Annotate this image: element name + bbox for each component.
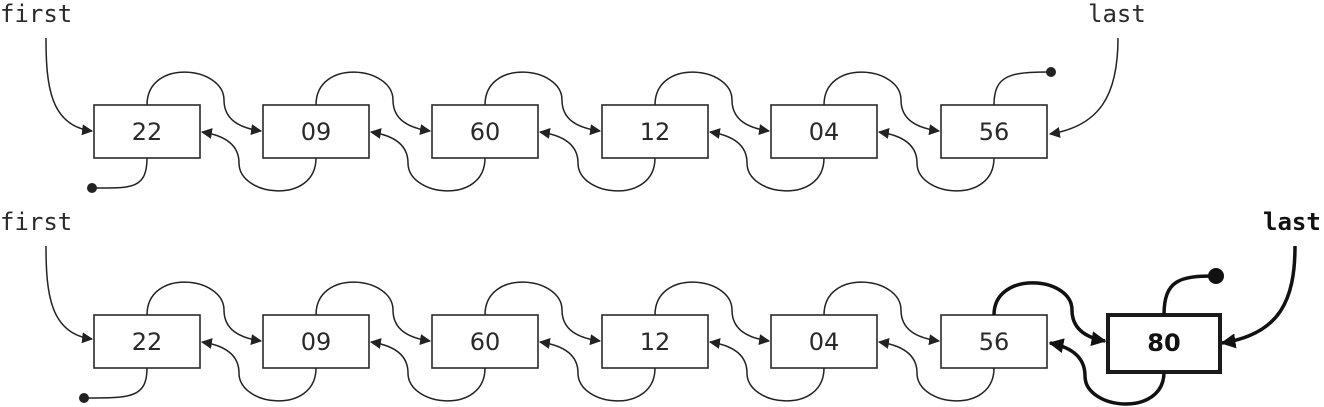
- null-prev-link: [85, 367, 148, 399]
- last-pointer-arrow: [1220, 245, 1297, 349]
- list-node: 60: [431, 104, 539, 159]
- node-value: 22: [132, 118, 163, 146]
- node-value: 09: [301, 118, 332, 146]
- null-next-link: [1162, 274, 1215, 316]
- null-terminator-dot: [1208, 268, 1224, 284]
- node-value: 80: [1147, 329, 1180, 357]
- list-before-append: first last 22 09 60 12 04 56: [0, 0, 1146, 193]
- list-node: 12: [601, 314, 709, 369]
- prev-link-arrow: [708, 338, 825, 402]
- null-terminator-dot: [79, 393, 89, 403]
- list-node: 22: [93, 104, 201, 159]
- prev-link-arrow: [877, 127, 995, 192]
- next-link-arrow: [315, 71, 432, 136]
- first-pointer-arrow: [45, 245, 94, 344]
- new-list-node: 80: [1106, 313, 1222, 374]
- list-node: 04: [770, 314, 878, 369]
- list-node: 56: [940, 314, 1048, 369]
- first-pointer-arrow: [45, 37, 94, 136]
- first-label: first: [0, 0, 72, 28]
- prev-link-arrow: [369, 128, 486, 192]
- next-link-arrow: [823, 71, 941, 136]
- next-link-arrow: [654, 71, 771, 136]
- next-link-arrow: [146, 71, 263, 136]
- prev-link-arrow: [200, 128, 317, 192]
- last-label: last: [1088, 0, 1146, 28]
- node-value: 12: [640, 118, 671, 146]
- node-value: 60: [470, 328, 501, 356]
- prev-link-arrow: [877, 337, 995, 402]
- list-node: 56: [940, 104, 1048, 159]
- node-value: 04: [809, 118, 840, 146]
- next-link-arrow: [484, 281, 602, 346]
- first-label: first: [0, 208, 72, 236]
- next-link-arrow: [484, 71, 602, 136]
- null-next-link: [993, 71, 1051, 106]
- list-after-append: first last 22 09 60 12 04 56: [0, 208, 1321, 406]
- node-value: 09: [301, 328, 332, 356]
- last-pointer-arrow: [1048, 37, 1119, 138]
- prev-link-arrow: [369, 338, 486, 402]
- next-link-arrow: [146, 281, 263, 346]
- node-value: 04: [809, 328, 840, 356]
- next-link-arrow: [315, 281, 432, 346]
- last-label: last: [1263, 208, 1321, 236]
- prev-link-arrow: [708, 128, 825, 192]
- node-value: 12: [640, 328, 671, 356]
- null-prev-link: [92, 157, 148, 189]
- node-value: 56: [979, 328, 1010, 356]
- null-terminator-dot: [1046, 67, 1056, 77]
- list-node: 12: [601, 104, 709, 159]
- next-link-arrow: [823, 281, 941, 346]
- null-terminator-dot: [87, 183, 97, 193]
- node-value: 60: [470, 118, 501, 146]
- node-value: 22: [132, 328, 163, 356]
- prev-link-arrow: [200, 338, 317, 402]
- list-node: 04: [770, 104, 878, 159]
- next-link-arrow: [654, 281, 771, 346]
- list-node: 09: [262, 314, 370, 369]
- prev-link-arrow: [538, 127, 656, 192]
- list-node: 09: [262, 104, 370, 159]
- list-node: 60: [431, 314, 539, 369]
- prev-link-arrow: [538, 337, 656, 402]
- new-next-link-arrow: [992, 281, 1107, 347]
- list-node: 22: [93, 314, 201, 369]
- node-value: 56: [979, 118, 1010, 146]
- new-prev-link-arrow: [1048, 338, 1166, 406]
